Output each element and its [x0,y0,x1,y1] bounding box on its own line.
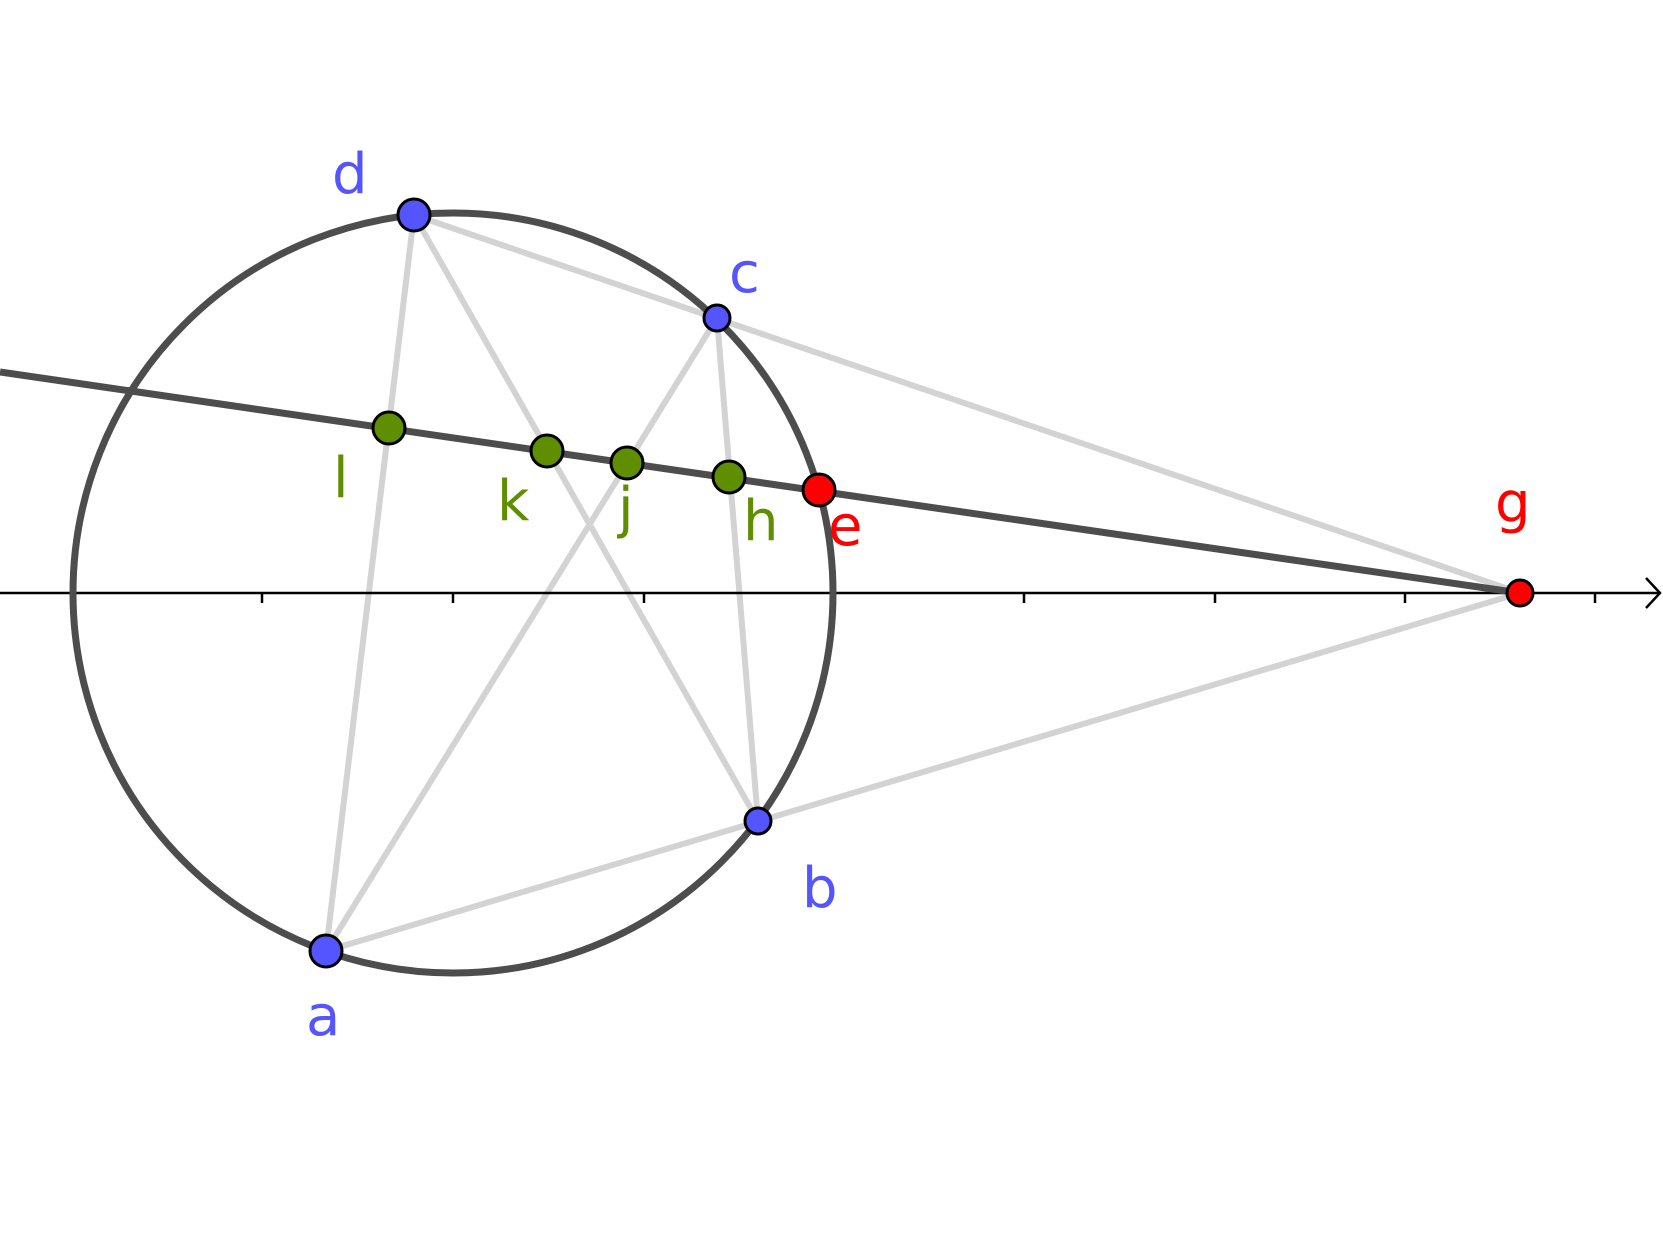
segment-c-a [323,315,720,954]
polar-line [0,368,1521,597]
label-g: g [1495,471,1531,536]
point-k [529,433,565,469]
segment-a-g [323,590,1523,954]
point-e [801,472,837,508]
segment-d-b [411,212,761,824]
point-d[interactable] [396,197,432,233]
segment-d-a [323,212,417,954]
label-d: d [332,142,368,207]
circle [69,209,837,977]
label-j: j [616,476,634,541]
x-axis-arrowhead [1645,577,1662,609]
construction-lines [323,212,1523,954]
label-h: h [743,489,779,554]
segment-c-b [714,315,761,824]
points [308,197,1535,969]
point-j [609,445,645,481]
point-h [711,459,747,495]
label-e: e [828,494,862,559]
label-l: l [333,446,349,511]
label-b: b [802,856,838,921]
point-labels: d c b a l k j h e g [306,142,1531,1049]
point-a[interactable] [308,933,344,969]
label-a: a [306,984,340,1049]
label-k: k [497,469,530,534]
point-g[interactable] [1505,578,1535,608]
segment-d-g [411,212,1523,596]
point-b[interactable] [743,806,773,836]
point-l [371,410,407,446]
label-c: c [729,241,760,306]
point-c[interactable] [702,303,732,333]
